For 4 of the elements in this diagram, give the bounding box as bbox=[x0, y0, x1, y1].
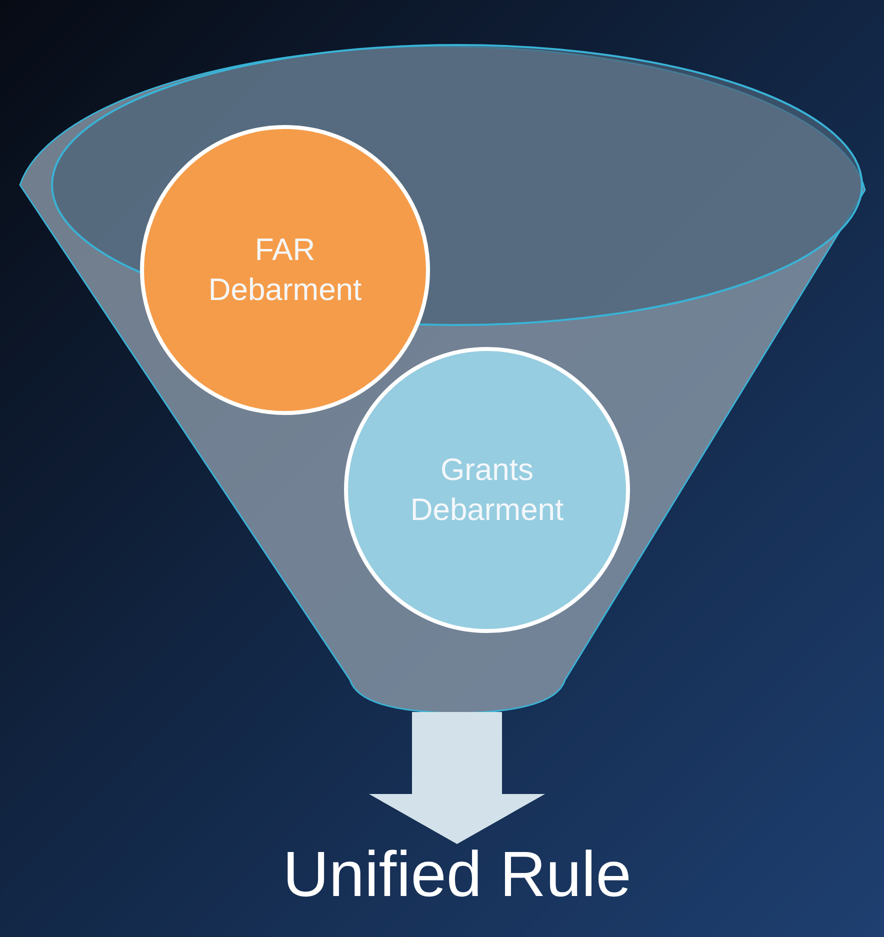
circle-label: Grants Debarment bbox=[409, 450, 565, 529]
circle-label: FAR Debarment bbox=[207, 230, 363, 309]
block-arrow bbox=[369, 712, 545, 844]
result-text: Unified Rule bbox=[282, 838, 632, 912]
